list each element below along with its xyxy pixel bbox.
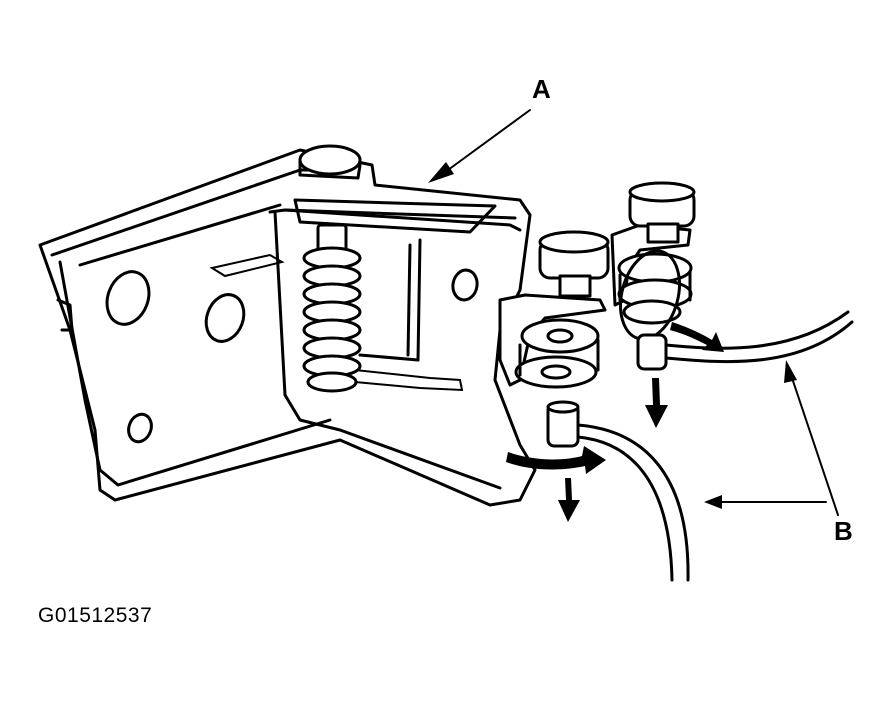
figure-id: G01512537 xyxy=(38,604,153,627)
hinge-bracket xyxy=(38,144,537,507)
callout-label-b: B xyxy=(834,516,853,546)
leader-lines xyxy=(428,109,839,516)
callout-label-a: A xyxy=(532,74,551,104)
cables xyxy=(576,310,854,582)
rear-bolt-assembly xyxy=(610,181,696,371)
front-bolt-assembly xyxy=(498,230,610,448)
hinge-spring xyxy=(302,223,362,393)
motion-arrows xyxy=(506,322,724,522)
